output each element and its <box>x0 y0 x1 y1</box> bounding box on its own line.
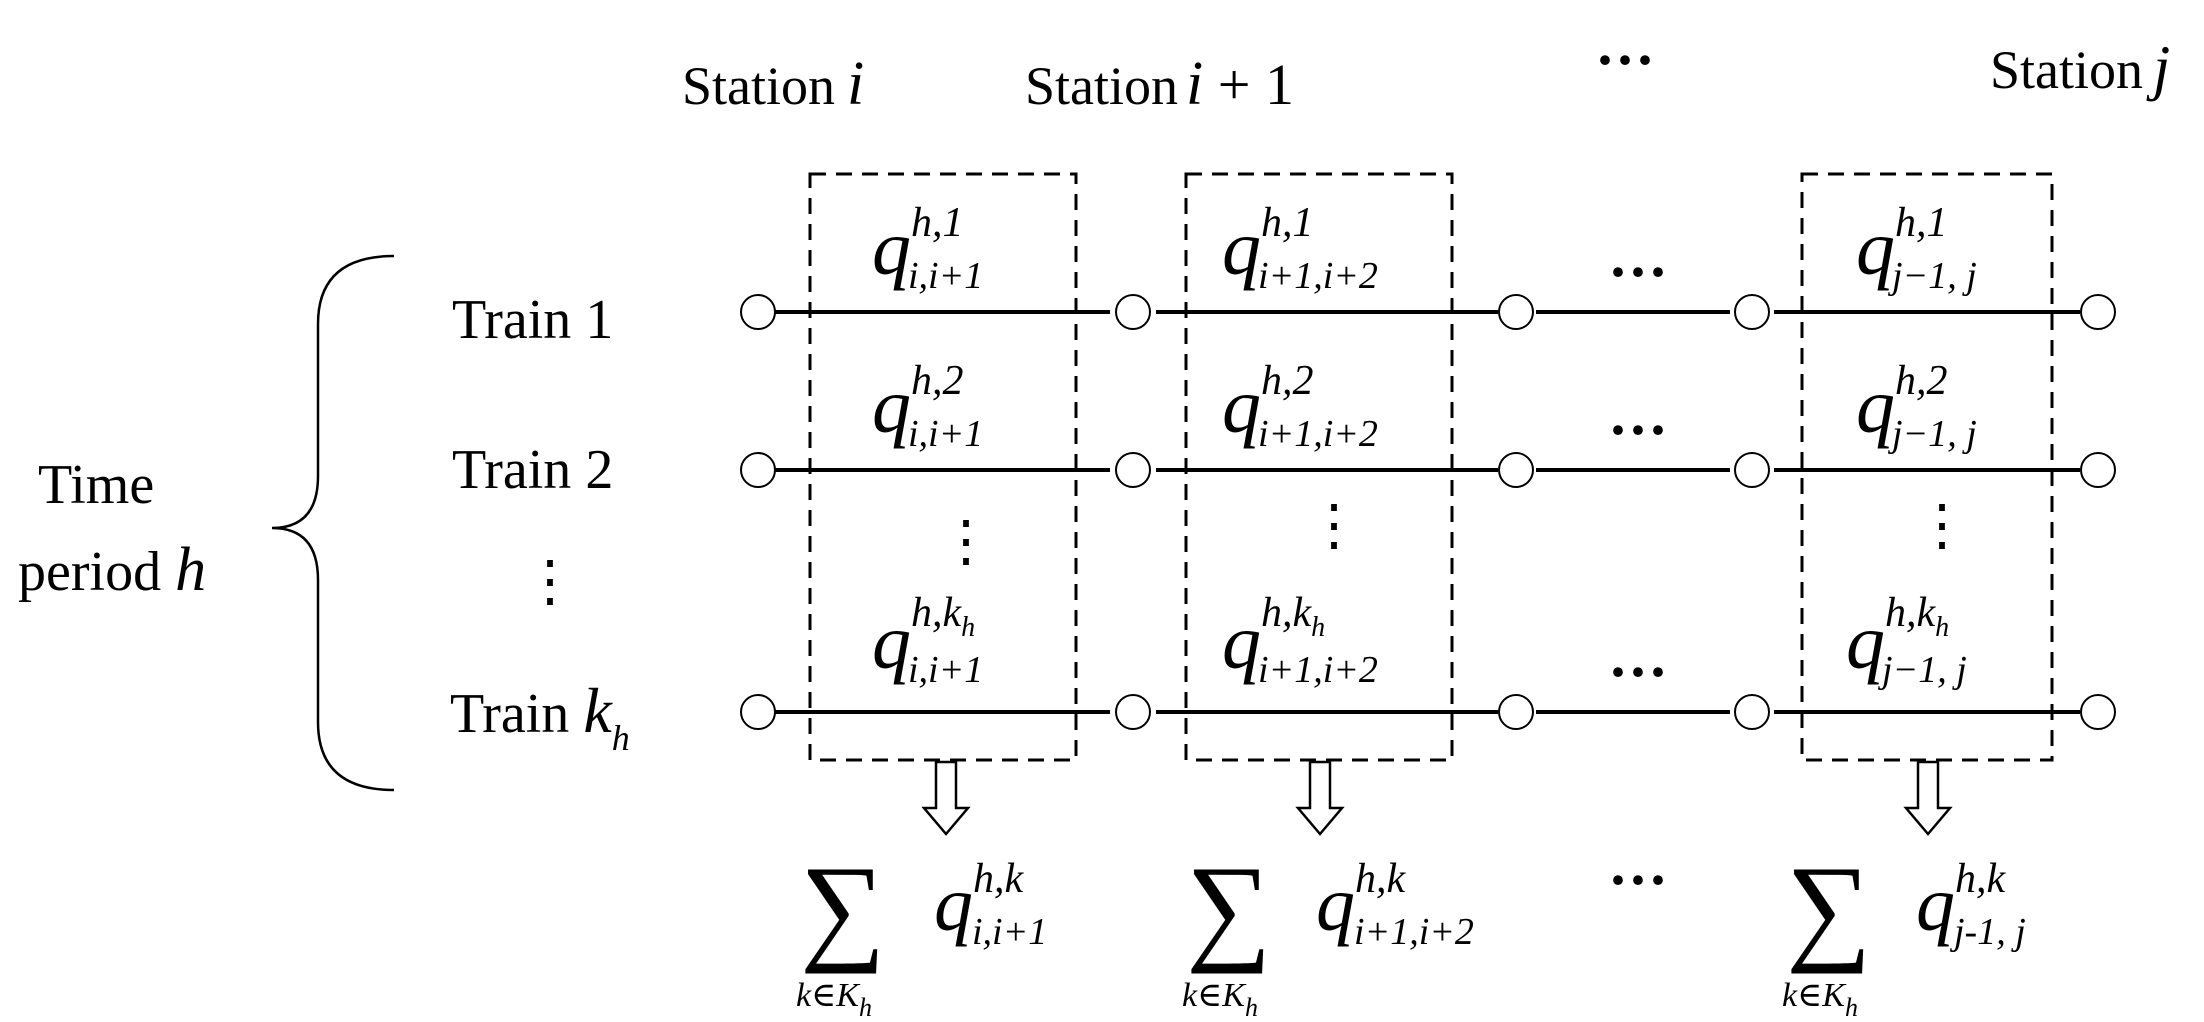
station-node <box>1498 694 1534 730</box>
flow-col3-vdots: ⋮ <box>1914 495 1970 557</box>
station-node <box>1498 294 1534 330</box>
station-node <box>2080 294 2116 330</box>
time-period-brace <box>271 254 395 792</box>
flow-hdots-row3: ··· <box>1608 639 1668 705</box>
train-1-track <box>740 294 2116 330</box>
station-ellipsis: ··· <box>1595 27 1655 93</box>
down-arrow-icon <box>1903 760 1953 836</box>
sigma-symbol: ∑ <box>1786 841 1872 974</box>
trains-vertical-ellipsis: ⋮ <box>522 551 578 613</box>
station-node <box>1115 294 1151 330</box>
station-node <box>2080 452 2116 488</box>
flow-col2-vdots: ⋮ <box>1306 495 1362 557</box>
station-node <box>1498 452 1534 488</box>
section-box-1 <box>808 172 1078 762</box>
station-node <box>1734 452 1770 488</box>
train-2-track <box>740 452 2116 488</box>
station-node <box>740 294 776 330</box>
station-node <box>740 694 776 730</box>
train-kh-track <box>740 694 2116 730</box>
station-node <box>1115 452 1151 488</box>
flow-hdots-row1: ··· <box>1608 239 1668 305</box>
sigma-symbol: ∑ <box>800 841 886 974</box>
station-node <box>1115 694 1151 730</box>
station-node <box>740 452 776 488</box>
sum-ellipsis: ··· <box>1608 847 1668 913</box>
station-node <box>2080 694 2116 730</box>
sum-index: k∈Kh <box>796 977 872 1022</box>
station-node <box>1734 294 1770 330</box>
sigma-symbol: ∑ <box>1186 841 1272 974</box>
time-period-word1: Time <box>38 454 154 516</box>
sum-index: k∈Kh <box>1782 977 1858 1022</box>
section-box-2 <box>1184 172 1454 762</box>
down-arrow-icon <box>921 760 971 836</box>
section-box-3 <box>1800 172 2054 762</box>
down-arrow-icon <box>1295 760 1345 836</box>
flow-col1-vdots: ⋮ <box>938 511 994 573</box>
station-node <box>1734 694 1770 730</box>
flow-hdots-row2: ··· <box>1608 397 1668 463</box>
sum-index: k∈Kh <box>1182 977 1258 1022</box>
